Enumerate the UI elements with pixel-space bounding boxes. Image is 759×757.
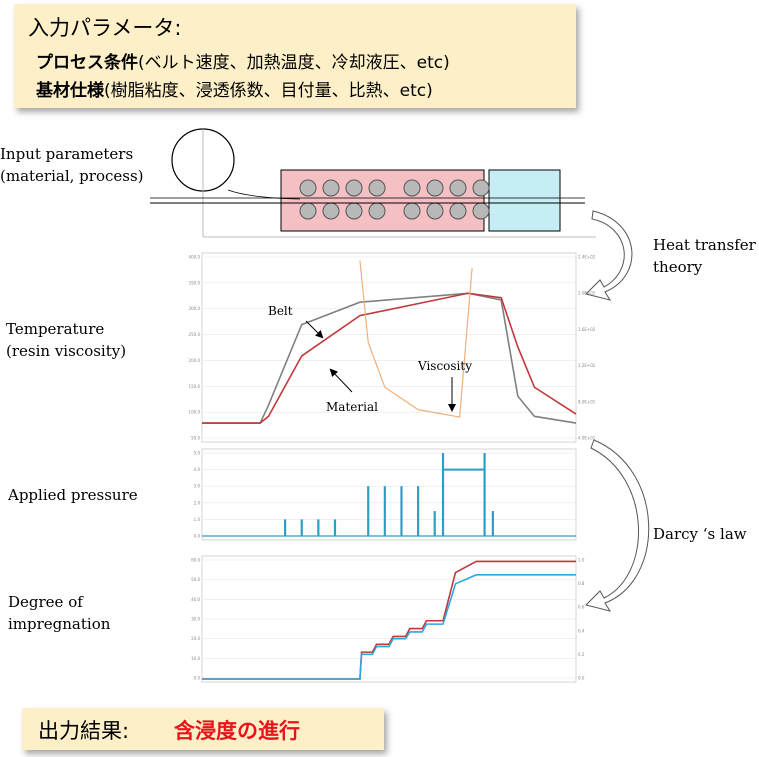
series-line-viscosity bbox=[359, 260, 473, 418]
output-result-box: 出力結果: 含浸度の進行 bbox=[22, 708, 384, 750]
impregnation-chart: 60.0 50.0 40.0 30.0 20.0 10.0 0.0 1.0 0.8 0.6 0.4 0… bbox=[191, 555, 585, 683]
substrate-spec-label: 基材仕様 bbox=[36, 81, 104, 101]
roller-icon bbox=[322, 202, 340, 220]
roller-icon bbox=[426, 202, 444, 220]
pressure-chart: 5.0 4.0 3.0 2.0 1.0 0.0 bbox=[194, 448, 577, 541]
y2-tick-label: 1.6E+02 bbox=[578, 327, 596, 332]
y-tick-label: 100.0 bbox=[189, 410, 201, 415]
belt-annotation: Belt bbox=[268, 304, 293, 318]
leader-arrow-icon bbox=[329, 368, 353, 393]
degree-impregnation-label: Degree of impregnation bbox=[8, 593, 111, 633]
heater-block bbox=[280, 169, 485, 232]
temperature-label: Temperature (resin viscosity) bbox=[6, 320, 127, 360]
y-tick-label: 3.0 bbox=[194, 484, 201, 489]
y-tick-label: 50.0 bbox=[191, 436, 200, 441]
temperature-chart: 400.0 350.0 300.0 250.0 200.0 150.0 100.0 50.0 2… bbox=[189, 252, 596, 443]
output-label: 出力結果: bbox=[38, 719, 130, 743]
impregnation-line-red bbox=[202, 560, 576, 680]
y-tick-label: 200.0 bbox=[189, 358, 201, 363]
leader-arrow-icon bbox=[305, 320, 324, 339]
y-tick-label: 250.0 bbox=[189, 332, 201, 337]
y2-tick-label: 0.0 bbox=[578, 676, 585, 681]
substrate-spec-detail: (樹脂粘度、浸透係数、目付量、比熱、etc) bbox=[104, 81, 433, 101]
impregnation-line-blue bbox=[202, 574, 576, 680]
roller-icon bbox=[345, 179, 363, 197]
roller-icon bbox=[299, 179, 317, 197]
roller-icon bbox=[322, 179, 340, 197]
y-tick-label: 0.0 bbox=[194, 534, 201, 539]
input-title-colon: : bbox=[174, 16, 182, 40]
y2-tick-label: 0.6 bbox=[578, 605, 585, 610]
y-tick-label: 20.0 bbox=[191, 636, 200, 641]
y2-tick-label: 0.8 bbox=[578, 581, 585, 586]
roller-icon bbox=[426, 179, 444, 197]
y-tick-label: 4.0 bbox=[194, 467, 201, 472]
process-schematic bbox=[150, 128, 596, 238]
y-tick-label: 40.0 bbox=[191, 597, 200, 602]
y-tick-label: 0.0 bbox=[194, 676, 201, 681]
y2-tick-label: 1.2E+02 bbox=[578, 363, 596, 368]
y-tick-label: 10.0 bbox=[191, 656, 200, 661]
roller-icon bbox=[403, 202, 421, 220]
viscosity-annotation: Viscosity bbox=[417, 359, 472, 373]
y2-tick-label: 8.0E+01 bbox=[578, 399, 596, 404]
series-line-material bbox=[202, 292, 577, 424]
y-tick-label: 1.0 bbox=[194, 517, 201, 522]
input-parameters-box: 入力パラメータ: プロセス条件(ベルト速度、加熱温度、冷却液圧、etc) 基材仕… bbox=[14, 4, 576, 108]
roller-icon bbox=[368, 202, 386, 220]
y-tick-label: 5.0 bbox=[194, 451, 201, 456]
output-value: 含浸度の進行 bbox=[174, 719, 300, 743]
y-tick-label: 400.0 bbox=[189, 255, 201, 260]
roller-icon bbox=[449, 202, 467, 220]
roller-icon bbox=[449, 179, 467, 197]
y-tick-label: 30.0 bbox=[191, 617, 200, 622]
y2-tick-label: 2.4E+02 bbox=[578, 255, 596, 260]
y-tick-label: 350.0 bbox=[189, 280, 201, 285]
y2-tick-label: 2.0E+02 bbox=[578, 291, 596, 296]
y-tick-label: 60.0 bbox=[191, 558, 200, 563]
roller-icon bbox=[345, 202, 363, 220]
heating-rollers bbox=[299, 179, 490, 220]
roller-icon bbox=[368, 179, 386, 197]
input-parameters-label: Input parameters (material, process) bbox=[0, 145, 144, 185]
roller-icon bbox=[403, 179, 421, 197]
curved-arrow-icon bbox=[585, 210, 633, 301]
y-tick-label: 50.0 bbox=[191, 577, 200, 582]
roller-icon bbox=[299, 202, 317, 220]
curved-arrow-icon bbox=[585, 439, 650, 612]
y2-tick-label: 1.0 bbox=[578, 558, 585, 563]
series-line-belt bbox=[202, 292, 577, 424]
y-tick-label: 2.0 bbox=[194, 500, 201, 505]
roller-icon bbox=[472, 179, 490, 197]
y2-tick-label: 4.0E+01 bbox=[578, 436, 596, 441]
y-tick-label: 300.0 bbox=[189, 306, 201, 311]
heat-transfer-label: Heat transfer theory bbox=[653, 236, 756, 276]
applied-pressure-label: Applied pressure bbox=[8, 486, 138, 504]
darcy-law-label: Darcy ‘s law bbox=[653, 525, 747, 543]
y-tick-label: 150.0 bbox=[189, 384, 201, 389]
y2-tick-label: 0.2 bbox=[578, 652, 585, 657]
process-conditions-detail: (ベルト速度、加熱温度、冷却液圧、etc) bbox=[138, 53, 450, 73]
process-conditions-label: プロセス条件 bbox=[36, 53, 138, 73]
roller-icon bbox=[472, 202, 490, 220]
cooler-block bbox=[488, 169, 561, 232]
input-title: 入力パラメータ bbox=[28, 16, 175, 40]
y2-tick-label: 0.4 bbox=[578, 628, 585, 633]
material-annotation: Material bbox=[326, 400, 378, 414]
